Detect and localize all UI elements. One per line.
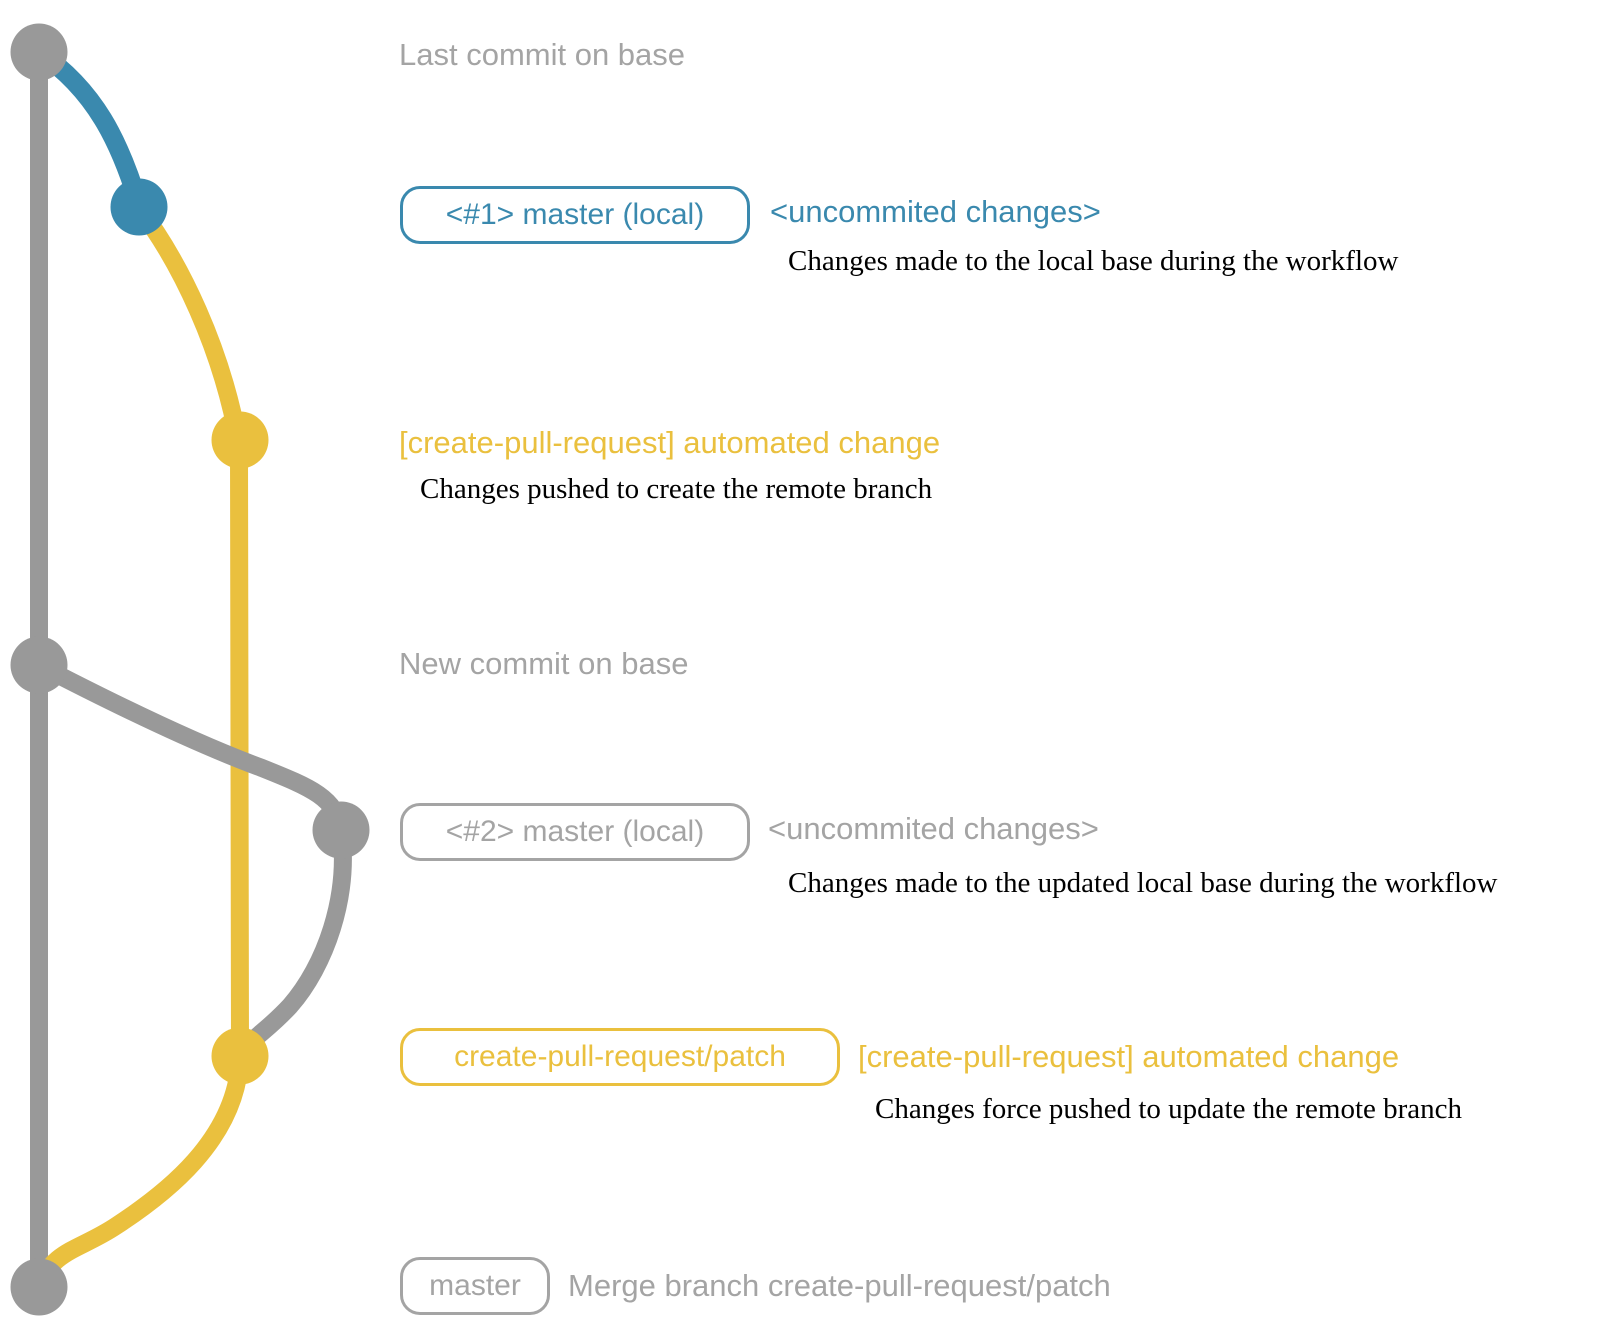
description-uncommitted-2: Changes made to the updated local base d… <box>788 867 1498 899</box>
description-automated-1: Changes pushed to create the remote bran… <box>420 473 933 505</box>
commit-node-merge <box>10 1258 68 1316</box>
commit-node-new-base <box>10 636 68 694</box>
commit-message-merge: Merge branch create-pull-request/patch <box>568 1268 1111 1303</box>
patch-merge-edge <box>30 1055 249 1291</box>
patch-branch-edge <box>131 202 249 1057</box>
branch-badge-master-local-2: <#2> master (local) <box>400 803 750 861</box>
commit-message-automated-1: [create-pull-request] automated change <box>399 425 941 460</box>
branch-badge-master: master <box>400 1257 550 1315</box>
local-changes-2-edge-in <box>232 828 352 1061</box>
commit-node-patch-1 <box>211 411 269 469</box>
commit-message-uncommitted-1: <uncommited changes> <box>770 194 1101 229</box>
description-automated-2: Changes force pushed to update the remot… <box>875 1093 1463 1125</box>
local-changes-2-edge-out <box>34 657 350 832</box>
commit-node-last-base <box>10 23 68 81</box>
new-commit-label: New commit on base <box>399 646 689 681</box>
commit-message-uncommitted-2: <uncommited changes> <box>768 811 1099 846</box>
branch-badge-patch: create-pull-request/patch <box>400 1028 840 1086</box>
commit-node-local-2 <box>312 801 370 859</box>
commit-message-automated-2: [create-pull-request] automated change <box>858 1039 1400 1074</box>
commit-node-patch-2 <box>211 1027 269 1085</box>
last-commit-label: Last commit on base <box>399 37 686 72</box>
branch-badge-master-local-1: <#1> master (local) <box>400 186 750 244</box>
description-uncommitted-1: Changes made to the local base during th… <box>788 245 1399 277</box>
commit-node-local-1 <box>110 178 168 236</box>
